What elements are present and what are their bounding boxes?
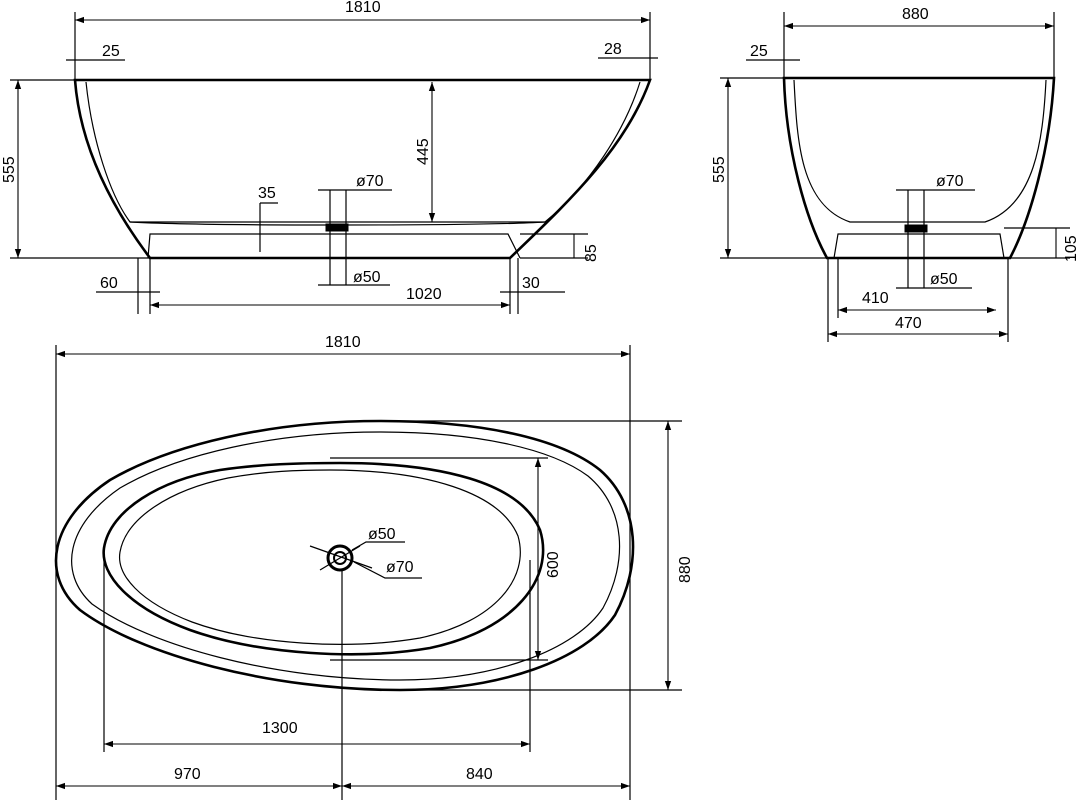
end-width-label: 880 xyxy=(902,6,929,23)
plan-drain-left-label: 970 xyxy=(174,766,201,783)
side-plinth-length-label: 1020 xyxy=(406,286,442,303)
end-drain xyxy=(904,224,928,233)
plan-inner-basin xyxy=(102,461,545,656)
end-view: 880 25 555 ø70 ø50 105 410 470 xyxy=(711,6,1079,342)
side-length-label: 1810 xyxy=(345,0,381,16)
side-drain-bottom-label: ø50 xyxy=(353,269,381,286)
plan-outer-rim xyxy=(54,419,635,692)
side-inner-basin xyxy=(85,81,641,223)
end-drain-top-label: ø70 xyxy=(936,173,964,190)
side-plinth xyxy=(147,233,521,259)
end-height-label: 555 xyxy=(711,156,728,183)
side-height-label: 555 xyxy=(1,156,18,183)
plan-rim-inner-edge xyxy=(71,431,621,681)
side-depth-label: 445 xyxy=(415,138,432,165)
side-offset-left-label: 60 xyxy=(100,275,118,292)
plan-drain-inner-label: ø50 xyxy=(368,526,396,543)
end-outer-base-label: 470 xyxy=(895,315,922,332)
side-view: 1810 25 28 555 445 35 ø70 ø50 85 60 xyxy=(1,0,658,314)
plan-drain-inner xyxy=(333,551,347,565)
end-plinth-label: 105 xyxy=(1063,235,1079,262)
end-inner-base-label: 410 xyxy=(862,290,889,307)
plan-width-label: 880 xyxy=(677,556,694,583)
side-step-label: 35 xyxy=(258,185,276,202)
plan-drain-right-label: 840 xyxy=(466,766,493,783)
plan-basin-floor xyxy=(119,469,521,645)
side-drain-top-label: ø70 xyxy=(356,173,384,190)
plan-drain-outer-label: ø70 xyxy=(386,559,414,576)
end-rim-label: 25 xyxy=(750,43,768,60)
side-plinth-label: 85 xyxy=(583,244,600,262)
plan-view: ø50 ø70 1810 880 600 1300 970 840 xyxy=(54,334,694,800)
end-plinth xyxy=(833,233,1005,259)
end-inner-basin xyxy=(793,79,1047,223)
plan-length-label: 1810 xyxy=(325,334,361,351)
side-drain xyxy=(325,223,349,232)
plan-drain-cross-b xyxy=(319,545,361,571)
side-rim-right-label: 28 xyxy=(604,41,622,58)
side-rim-left-label: 25 xyxy=(102,43,120,60)
side-outer-shell xyxy=(73,78,652,260)
plan-drain-outer-leader xyxy=(353,561,422,579)
end-drain-bottom-label: ø50 xyxy=(930,271,958,288)
plan-inner-length-label: 1300 xyxy=(262,720,298,737)
plan-inner-width-label: 600 xyxy=(545,551,562,578)
plan-drain-inner-leader xyxy=(351,541,405,551)
side-offset-right-label: 30 xyxy=(522,275,540,292)
plan-drain-outer xyxy=(326,544,354,572)
